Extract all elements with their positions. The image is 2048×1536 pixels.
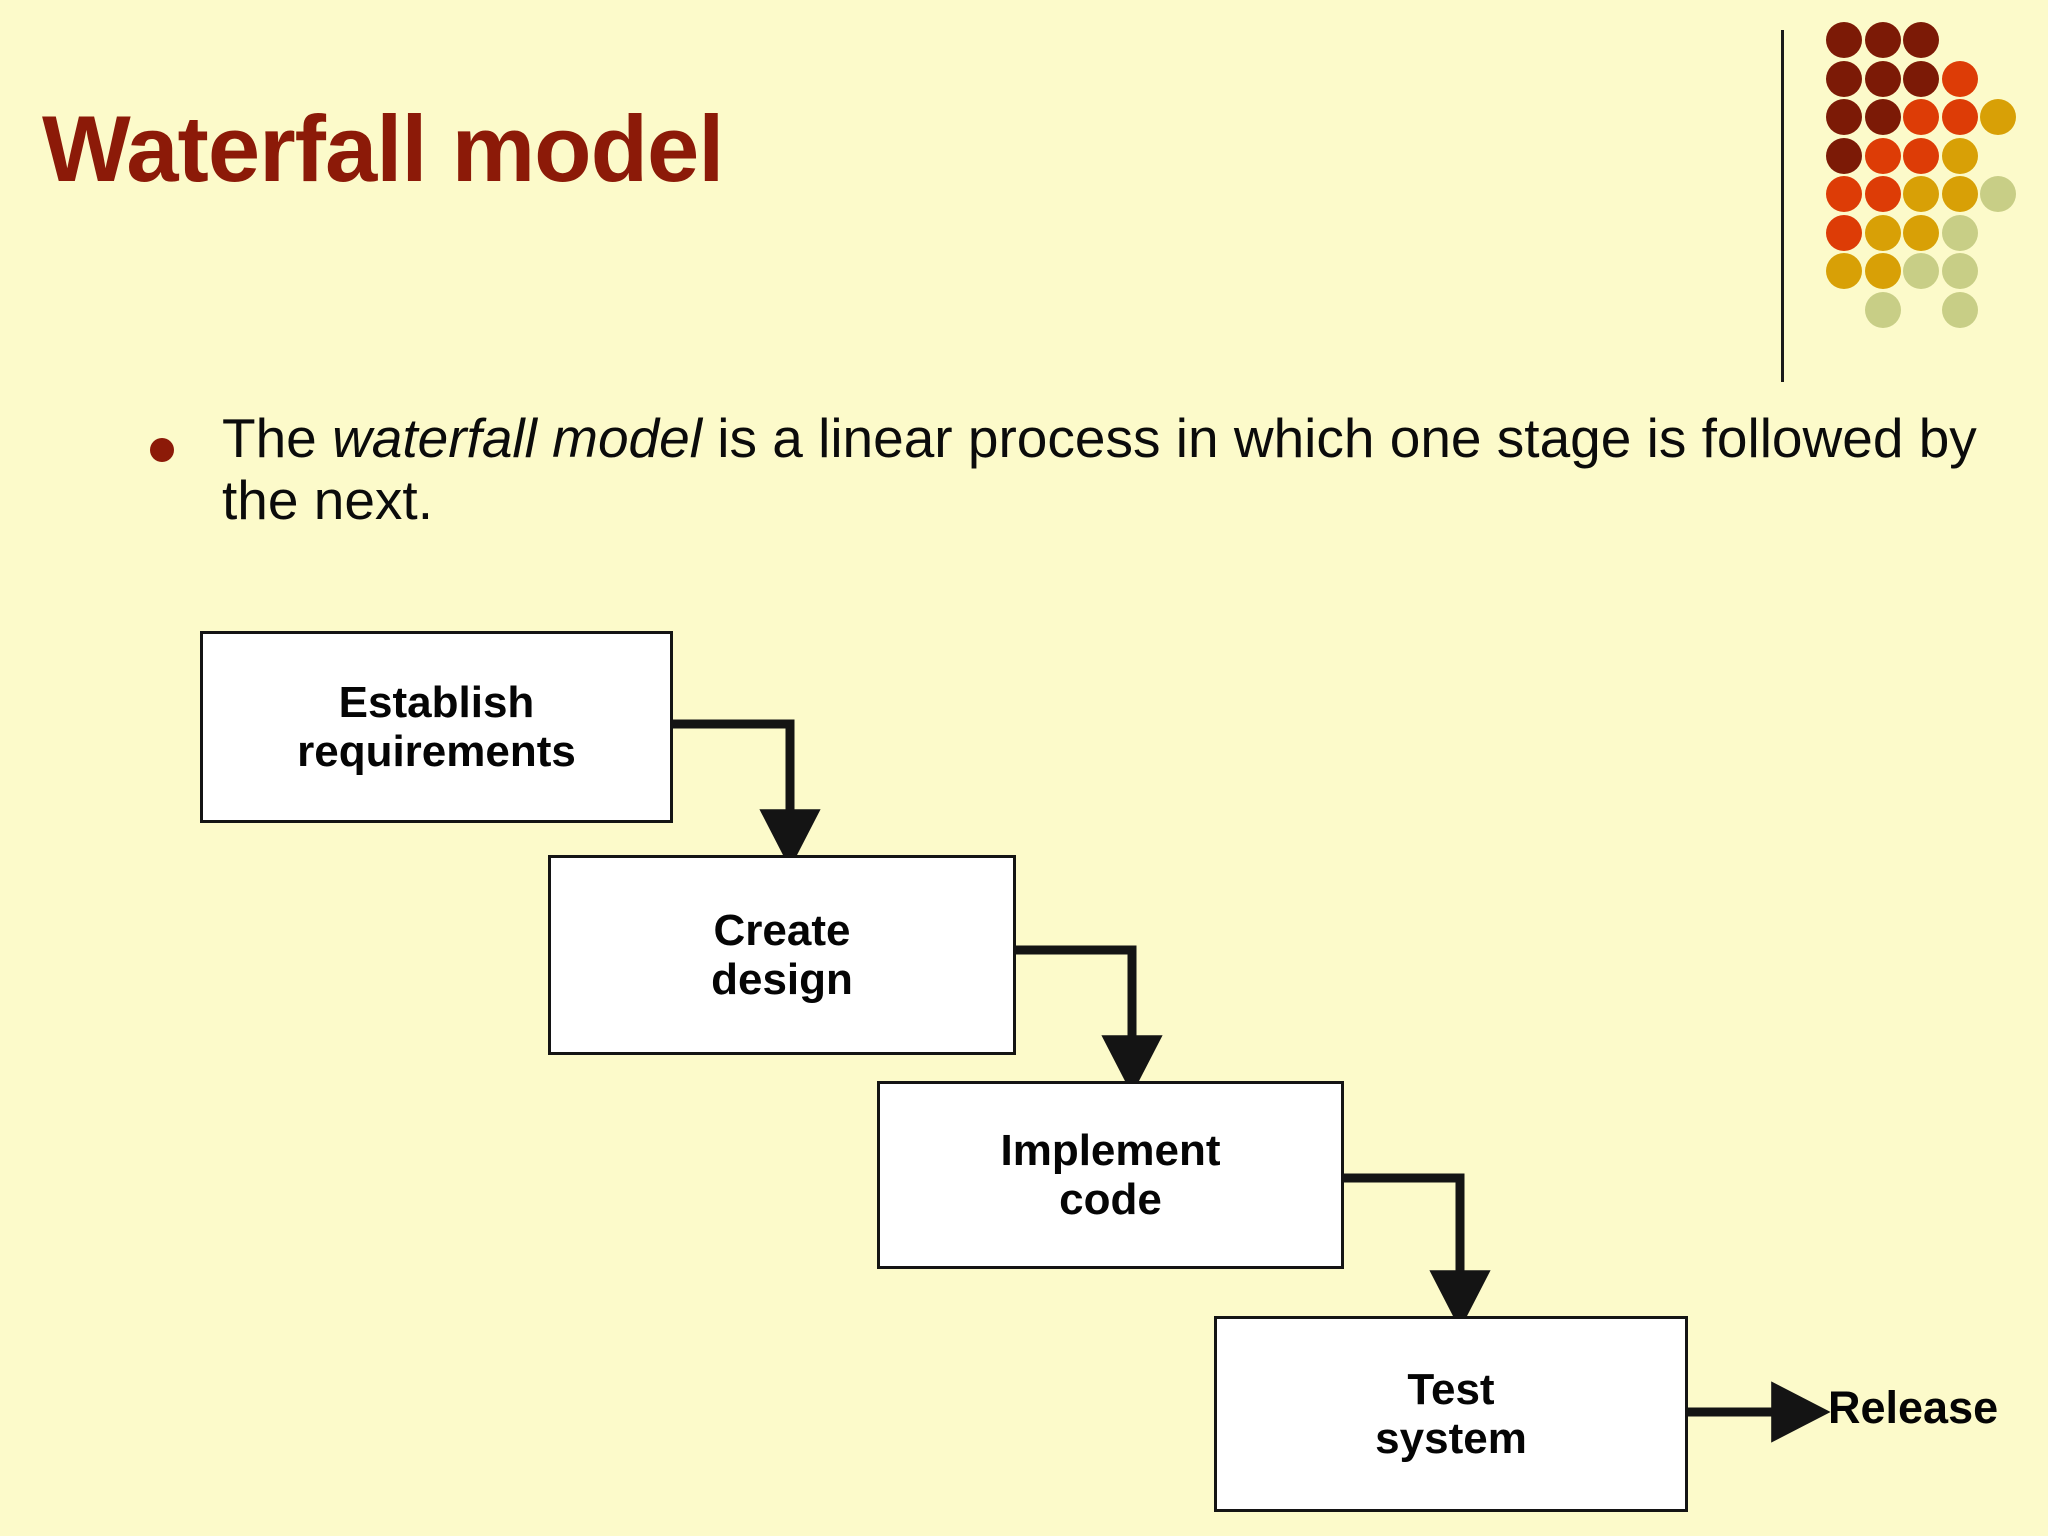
flow-node-implement[interactable]: Implement code <box>877 1081 1344 1269</box>
logo-dot-icon <box>1864 214 1901 251</box>
logo-dot-icon <box>1826 60 1862 97</box>
logo-dot-icon <box>1941 60 1978 97</box>
logo-dot-icon <box>1826 214 1862 251</box>
flow-node-design-label: Create design <box>711 905 853 1004</box>
flow-terminal-release-label: Release <box>1828 1382 1999 1433</box>
logo-dot-icon <box>1903 137 1939 174</box>
flow-node-establish-label: Establish requirements <box>297 677 576 776</box>
logo-dot-icon <box>1941 214 1978 251</box>
logo-dot-icon <box>1864 137 1901 174</box>
logo-dot-icon <box>1826 137 1862 174</box>
logo-dot-icon <box>1903 214 1939 251</box>
bullet-item-text: The waterfall model is a linear process … <box>222 407 2032 531</box>
logo-dot-icon <box>1903 99 1939 135</box>
logo-dot-icon <box>1903 22 1939 58</box>
logo-vertical-rule <box>1781 30 1784 382</box>
logo-dot-icon <box>1864 22 1901 58</box>
logo-dot-icon <box>1903 60 1939 97</box>
logo-dot-icon <box>1826 99 1862 135</box>
bullet-text-after: is a linear process in which one stage i… <box>222 407 1977 531</box>
logo-dot-icon <box>1903 253 1939 289</box>
logo-dot-icon <box>1941 176 1978 212</box>
bullet-text-emphasis: waterfall model <box>332 407 702 469</box>
logo-dot-icon <box>1864 253 1901 289</box>
flow-node-design[interactable]: Create design <box>548 855 1016 1055</box>
logo-dot-icon <box>1826 253 1862 289</box>
logo-dot-icon <box>1941 253 1978 289</box>
flow-node-test[interactable]: Test system <box>1214 1316 1688 1512</box>
logo-dot-icon <box>1864 99 1901 135</box>
edge-implement-to-test <box>1344 1173 1491 1330</box>
logo-dot-icon <box>1941 291 1978 328</box>
logo-dot-icon <box>1980 176 2016 212</box>
logo-dot-icon <box>1941 99 1978 135</box>
flow-node-establish[interactable]: Establish requirements <box>200 631 673 823</box>
logo-dot-icon <box>1826 22 1862 58</box>
bullet-text-before: The <box>222 407 333 469</box>
logo-dot-icon <box>1864 291 1901 328</box>
edge-design-to-implement <box>1016 945 1163 1095</box>
bullet-marker-icon <box>150 438 174 462</box>
logo-dot-icon <box>1826 176 1862 212</box>
dot-grid-logo <box>1826 22 2046 352</box>
logo-dot-icon <box>1864 60 1901 97</box>
page-title: Waterfall model <box>42 96 724 201</box>
logo-dot-icon <box>1980 99 2016 135</box>
logo-dot-icon <box>1941 137 1978 174</box>
edge-establish-to-design <box>673 719 821 869</box>
flow-node-test-label: Test system <box>1375 1364 1527 1463</box>
flow-node-implement-label: Implement code <box>1000 1125 1221 1224</box>
logo-dot-icon <box>1864 176 1901 212</box>
logo-dot-icon <box>1903 176 1939 212</box>
